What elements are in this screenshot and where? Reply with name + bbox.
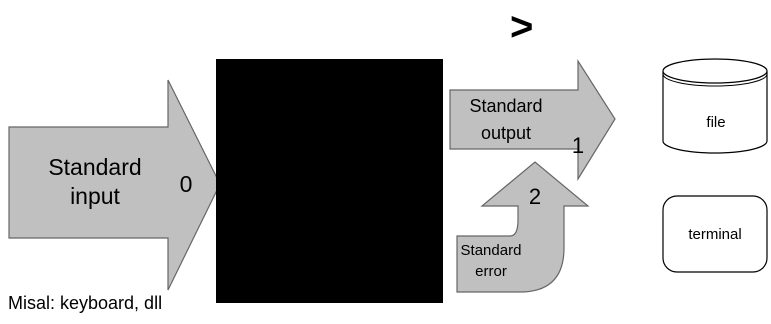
stdin-fd-number: 0 [180,171,193,197]
stdin-label-line1: Standard [48,154,141,180]
stderr-fd-number: 2 [529,184,541,209]
terminal-box [662,195,768,273]
terminal-label: terminal [688,226,741,243]
caption: Misal: keyboard, dll [8,293,163,313]
stdout-label-line1: Standard [469,96,542,116]
stdout-arrow [449,58,616,182]
redirect-symbol: > [510,5,533,49]
file-label: file [706,114,725,131]
stderr-label-line2: error [475,263,507,280]
stderr-arrow [456,161,590,293]
stderr-label-line1: Standard [461,242,522,259]
stdout-fd-number: 1 [572,133,584,158]
stdout-label-line2: output [481,123,531,143]
stdin-label-line2: input [70,183,120,209]
stdin-arrow [8,79,221,291]
file-cylinder [662,58,768,154]
process-box [216,59,443,303]
